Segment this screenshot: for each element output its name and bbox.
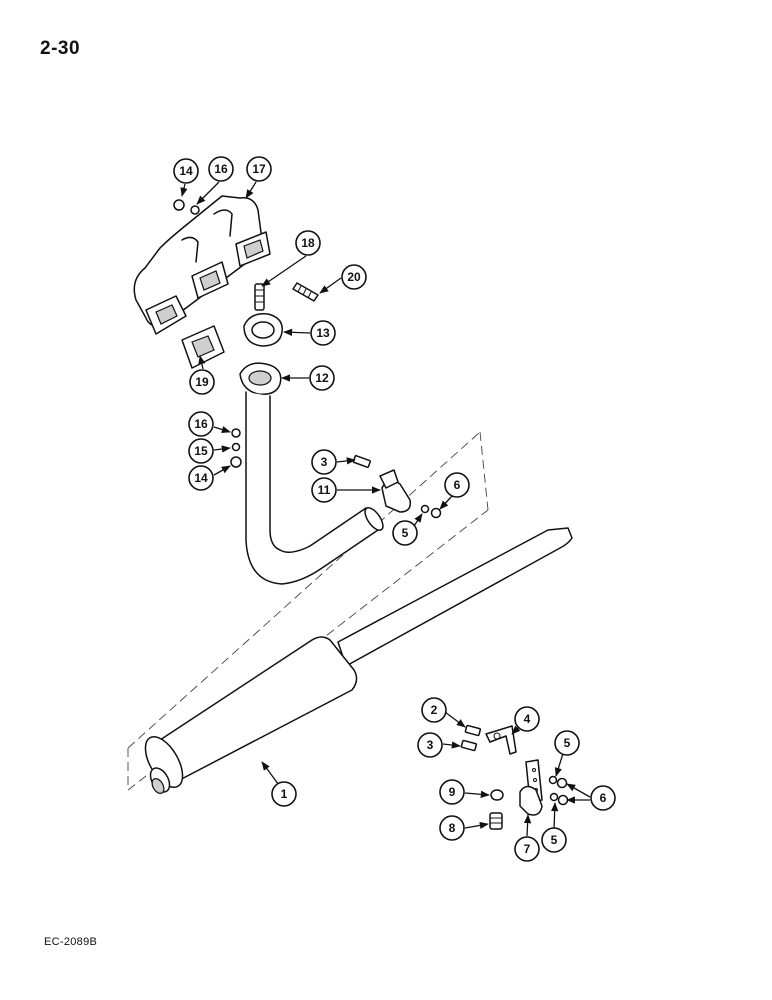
callout-3-lower: 3 xyxy=(417,732,443,758)
callout-3-upper: 3 xyxy=(311,449,337,475)
clamp-assembly-lower xyxy=(460,724,569,830)
svg-text:12: 12 xyxy=(315,371,329,385)
muffler xyxy=(144,527,573,794)
svg-text:17: 17 xyxy=(252,162,266,176)
exhaust-pipe xyxy=(239,362,384,585)
callout-11: 11 xyxy=(311,477,337,503)
svg-text:13: 13 xyxy=(316,326,330,340)
svg-text:7: 7 xyxy=(524,842,531,856)
callout-5-right-top: 5 xyxy=(554,730,580,756)
svg-text:2: 2 xyxy=(431,703,438,717)
manifold-gasket xyxy=(181,325,225,369)
svg-text:20: 20 xyxy=(347,270,361,284)
svg-text:5: 5 xyxy=(402,526,409,540)
flange-gasket xyxy=(243,313,283,347)
svg-text:16: 16 xyxy=(194,417,208,431)
svg-text:3: 3 xyxy=(321,455,328,469)
callout-7: 7 xyxy=(514,836,540,862)
callout-12: 12 xyxy=(309,365,335,391)
callout-16-top: 16 xyxy=(208,156,234,182)
svg-text:5: 5 xyxy=(564,736,571,750)
reference-code: EC-2089B xyxy=(44,936,98,948)
callout-13: 13 xyxy=(310,320,336,346)
callout-18: 18 xyxy=(295,230,321,256)
callout-14-top: 14 xyxy=(173,158,199,184)
leader-lines xyxy=(180,181,591,837)
callout-1: 1 xyxy=(271,781,297,807)
callout-9: 9 xyxy=(439,779,465,805)
callout-15: 15 xyxy=(188,438,214,464)
callout-17: 17 xyxy=(246,156,272,182)
svg-text:3: 3 xyxy=(427,738,434,752)
nuts-and-washers xyxy=(173,199,242,468)
page-number: 2-30 xyxy=(40,38,81,59)
exhaust-manifold xyxy=(133,195,271,335)
svg-text:8: 8 xyxy=(449,821,456,835)
svg-text:16: 16 xyxy=(214,162,228,176)
svg-text:11: 11 xyxy=(318,483,331,497)
studs xyxy=(254,282,319,311)
svg-text:19: 19 xyxy=(195,375,209,389)
svg-text:4: 4 xyxy=(524,712,531,726)
svg-text:14: 14 xyxy=(179,164,193,178)
callout-6-lower: 6 xyxy=(590,785,616,811)
callout-8: 8 xyxy=(439,815,465,841)
callout-5-upper: 5 xyxy=(392,520,418,546)
svg-text:14: 14 xyxy=(194,471,208,485)
callout-5-right-bottom: 5 xyxy=(541,827,567,853)
callout-6-upper: 6 xyxy=(444,472,470,498)
svg-text:5: 5 xyxy=(551,833,558,847)
callout-16-mid: 16 xyxy=(188,411,214,437)
svg-text:9: 9 xyxy=(449,785,456,799)
svg-text:6: 6 xyxy=(454,478,461,492)
svg-text:1: 1 xyxy=(281,787,288,801)
callout-14-mid: 14 xyxy=(188,465,214,491)
callout-19: 19 xyxy=(189,369,215,395)
callout-4: 4 xyxy=(514,706,540,732)
callout-2: 2 xyxy=(421,697,447,723)
svg-text:18: 18 xyxy=(301,236,315,250)
callout-20: 20 xyxy=(341,264,367,290)
svg-text:6: 6 xyxy=(600,791,607,805)
svg-text:15: 15 xyxy=(194,444,208,458)
